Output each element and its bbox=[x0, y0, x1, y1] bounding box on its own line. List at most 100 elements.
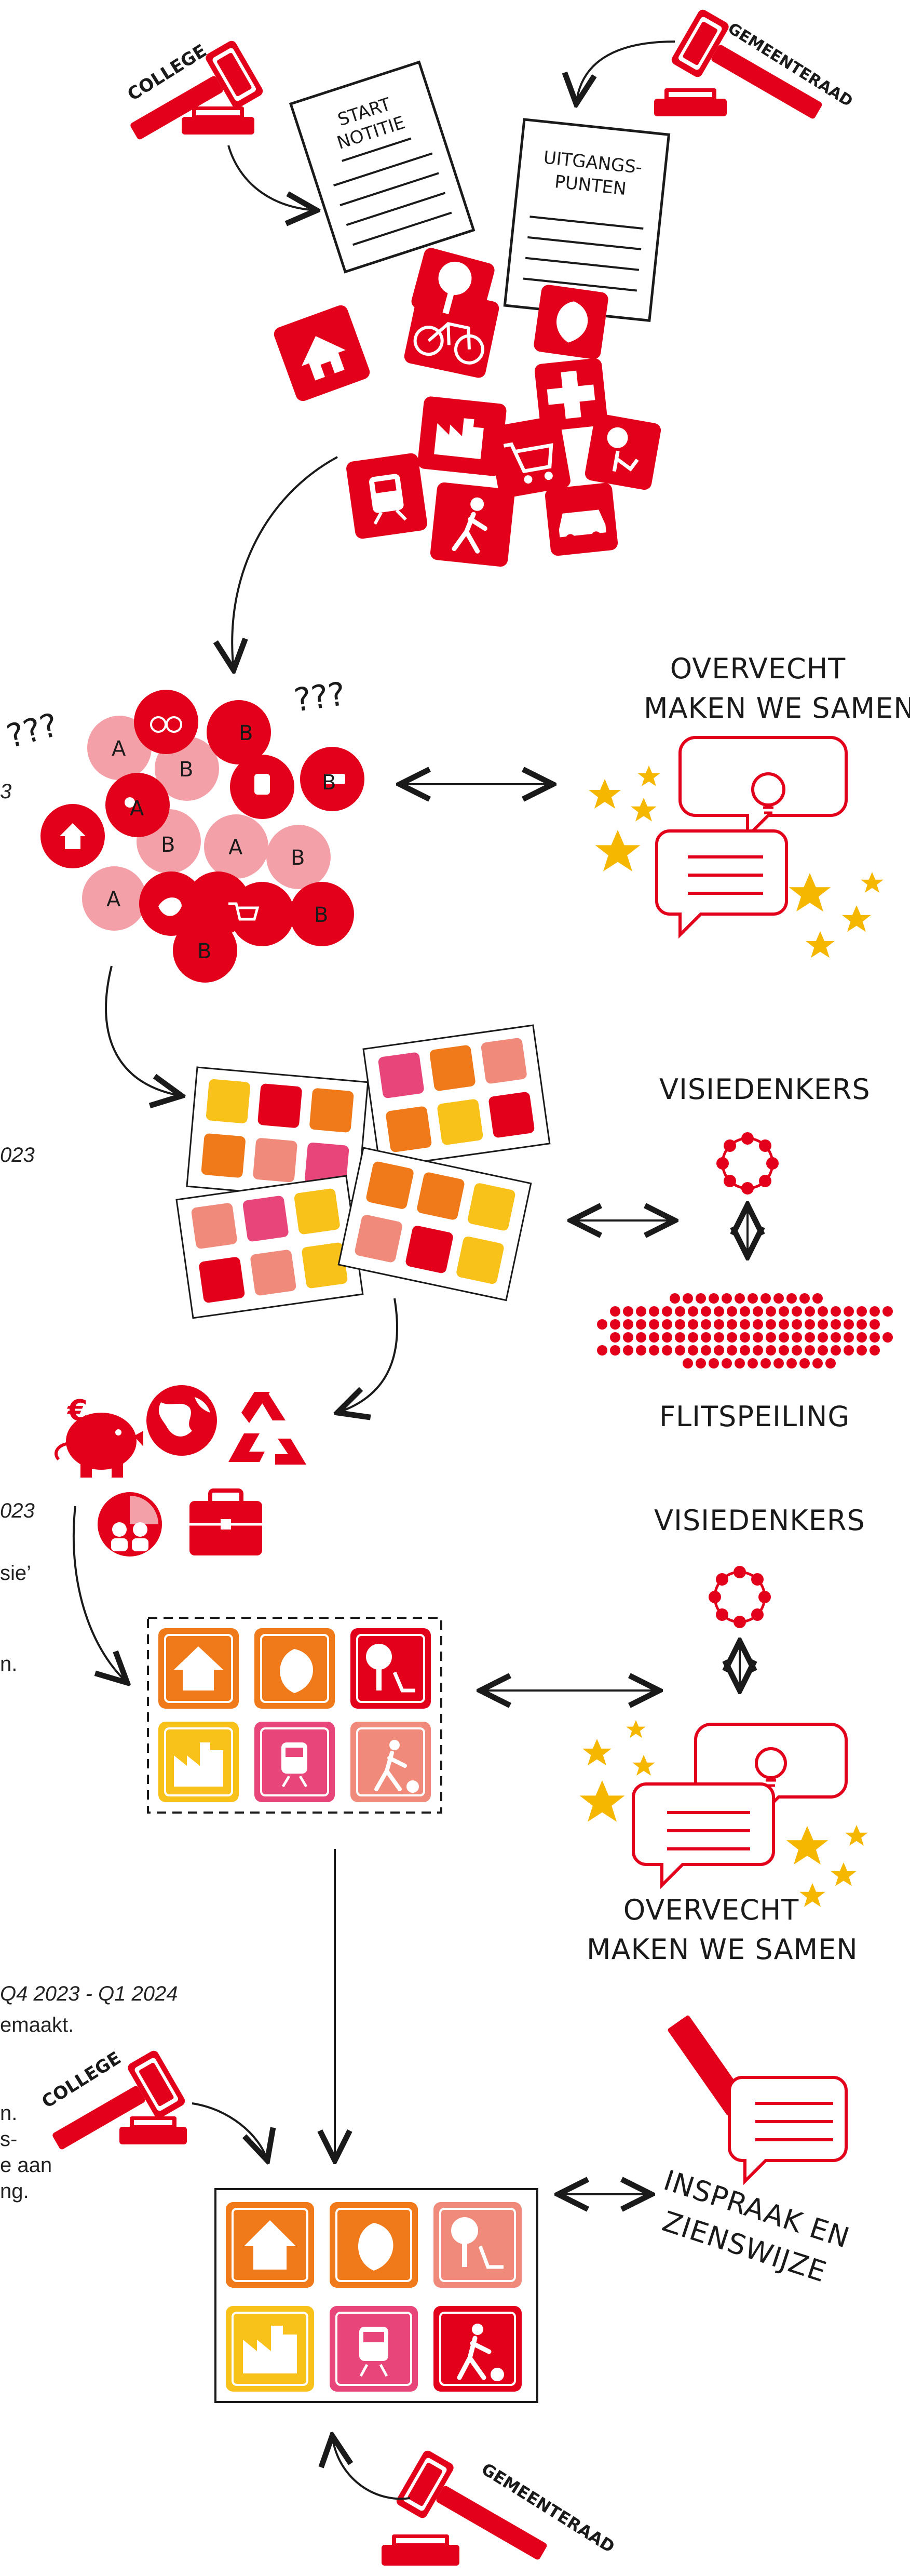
overvecht-chat-icon-1 bbox=[589, 736, 884, 958]
flitspeiling-dot bbox=[649, 1319, 659, 1330]
flitspeiling-dot bbox=[597, 1319, 607, 1330]
svg-text:B: B bbox=[239, 721, 253, 745]
step2-date-fragment: 023 bbox=[0, 1144, 35, 1166]
arrow-tiles-to-ideas bbox=[232, 456, 338, 670]
flitspeiling-dot bbox=[766, 1319, 776, 1330]
gemeenteraad-label-bottom: GEMEENTERAAD bbox=[478, 2459, 618, 2557]
flitspeiling-dot bbox=[649, 1332, 659, 1343]
svg-text:A: A bbox=[112, 737, 126, 761]
flitspeiling-dot bbox=[753, 1345, 763, 1356]
flitspeiling-dot bbox=[740, 1306, 750, 1317]
step4-text-fragment-1: emaakt. bbox=[0, 2014, 74, 2036]
flitspeiling-dot bbox=[735, 1293, 745, 1304]
flitspeiling-dot bbox=[812, 1358, 823, 1369]
flitspeiling-dot bbox=[844, 1306, 854, 1317]
step1-date-fragment: 3 bbox=[0, 780, 12, 803]
flitspeiling-dot bbox=[688, 1306, 698, 1317]
ideas-circle-cluster: B A B A B A B A B B B bbox=[40, 690, 364, 983]
overvecht-label-2: OVERVECHT MAKEN WE SAMEN bbox=[587, 1894, 858, 1966]
flitspeiling-dot bbox=[688, 1345, 698, 1356]
flitspeiling-dot bbox=[709, 1293, 719, 1304]
flitspeiling-dot bbox=[844, 1319, 854, 1330]
arrow-raad-to-final bbox=[332, 2436, 411, 2500]
flitspeiling-dot bbox=[623, 1332, 633, 1343]
flitspeiling-dot bbox=[779, 1345, 789, 1356]
flitspeiling-dot bbox=[688, 1332, 698, 1343]
flitspeiling-dot bbox=[696, 1293, 706, 1304]
flitspeiling-dot bbox=[831, 1332, 841, 1343]
piggy-bank-icon bbox=[55, 1413, 143, 1478]
svg-text:B: B bbox=[197, 940, 211, 963]
flitspeiling-dot bbox=[722, 1358, 732, 1369]
flitspeiling-dot bbox=[701, 1345, 711, 1356]
flitspeiling-dot bbox=[636, 1319, 646, 1330]
flitspeiling-dot bbox=[610, 1306, 620, 1317]
flitspeiling-dot bbox=[870, 1332, 880, 1343]
flitspeiling-dot bbox=[714, 1345, 724, 1356]
step4-date-range: Q4 2023 - Q1 2024 bbox=[0, 1982, 178, 2005]
step3-date-fragment: 023 bbox=[0, 1499, 35, 1522]
flitspeiling-dot bbox=[799, 1293, 810, 1304]
globe-icon bbox=[146, 1385, 217, 1456]
flitspeiling-dot bbox=[818, 1319, 828, 1330]
flitspeiling-dot bbox=[727, 1319, 737, 1330]
arrow-cards-to-themes bbox=[337, 1298, 399, 1413]
flitspeiling-dot bbox=[688, 1319, 698, 1330]
flitspeiling-dot bbox=[735, 1358, 745, 1369]
arrow-themes-to-dashed-box bbox=[72, 1506, 127, 1683]
college-gavel-top: COLLEGE bbox=[124, 41, 263, 140]
flitspeiling-dot bbox=[773, 1358, 784, 1369]
draft-vision-box bbox=[147, 1617, 442, 1814]
flitspeiling-dot bbox=[799, 1358, 810, 1369]
flitspeiling-dot bbox=[766, 1345, 776, 1356]
step4-text-fragment-4: e aan bbox=[0, 2154, 52, 2177]
flitspeiling-dot bbox=[773, 1293, 784, 1304]
overvecht-chat-icon-2 bbox=[579, 1720, 868, 1907]
flitspeiling-dot bbox=[683, 1358, 693, 1369]
flitspeiling-dot bbox=[740, 1345, 750, 1356]
flitspeiling-dot bbox=[831, 1306, 841, 1317]
flitspeiling-dot bbox=[696, 1358, 706, 1369]
step4-text-fragment-5: ng. bbox=[0, 2180, 29, 2203]
flitspeiling-dot bbox=[792, 1319, 802, 1330]
flitspeiling-dot bbox=[818, 1332, 828, 1343]
flitspeiling-dot bbox=[831, 1345, 841, 1356]
flitspeiling-dot bbox=[649, 1306, 659, 1317]
flitspeiling-dot bbox=[753, 1306, 763, 1317]
flitspeiling-dot bbox=[805, 1332, 815, 1343]
flitspeiling-dot bbox=[722, 1293, 732, 1304]
flitspeiling-dot bbox=[740, 1332, 750, 1343]
flitspeiling-dot bbox=[662, 1345, 672, 1356]
flitspeiling-dot bbox=[792, 1332, 802, 1343]
svg-text:B: B bbox=[179, 758, 193, 782]
flitspeiling-dot bbox=[760, 1358, 771, 1369]
gemeenteraad-gavel-bottom: GEMEENTERAAD bbox=[382, 2450, 618, 2566]
flitspeiling-dot bbox=[831, 1319, 841, 1330]
flitspeiling-dot bbox=[805, 1345, 815, 1356]
flitspeiling-dot bbox=[882, 1332, 893, 1343]
final-vision-box bbox=[214, 2188, 538, 2403]
startnotitie-document bbox=[289, 60, 476, 274]
flitspeiling-dot bbox=[649, 1345, 659, 1356]
overvecht-label-1: OVERVECHT MAKEN WE SAMEN bbox=[644, 652, 910, 725]
arrow-raad-to-uitgangspunten bbox=[576, 41, 675, 104]
flitspeiling-dot bbox=[825, 1358, 836, 1369]
flitspeiling-dot bbox=[818, 1306, 828, 1317]
flitspeiling-dot bbox=[786, 1293, 797, 1304]
theme-tiles-cluster bbox=[274, 248, 661, 567]
gemeenteraad-gavel-top: GEMEENTERAAD bbox=[654, 9, 856, 119]
flitspeiling-dot bbox=[857, 1345, 867, 1356]
flitspeiling-dot bbox=[675, 1319, 685, 1330]
flitspeiling-dot bbox=[870, 1306, 880, 1317]
euro-symbol: € bbox=[66, 1394, 88, 1428]
flitspeiling-dot bbox=[792, 1345, 802, 1356]
vision-cards-cluster bbox=[175, 1024, 551, 1319]
flitspeiling-dot bbox=[779, 1319, 789, 1330]
flitspeiling-dot bbox=[753, 1319, 763, 1330]
flitspeiling-dot bbox=[683, 1293, 693, 1304]
step3-text-fragment-2: n. bbox=[0, 1653, 18, 1675]
flitspeiling-dot bbox=[610, 1332, 620, 1343]
flitspeiling-dot bbox=[779, 1306, 789, 1317]
flitspeiling-dots bbox=[597, 1293, 893, 1369]
